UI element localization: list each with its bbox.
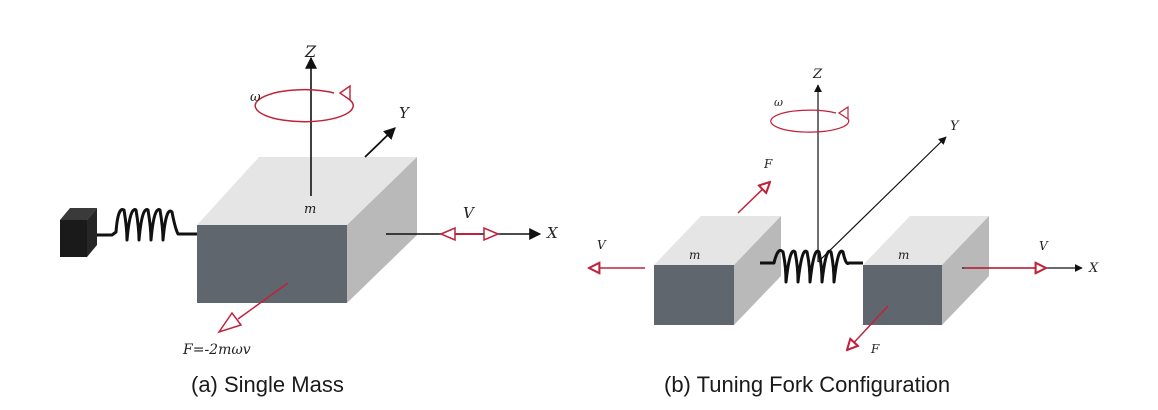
mass-top-face [197,157,417,225]
upper-force-label: F [763,157,773,171]
velocity-label: V [463,204,476,222]
x-axis-label: X [546,224,559,242]
z-axis-label: Z [304,42,317,61]
y-axis-label: Y [950,119,960,134]
velocity-arrow [439,226,500,242]
mass-block [197,157,417,303]
panel-a: Z Y ω m X V F=-2mωv (a) Single Mass [60,42,559,397]
upper-force-arrow [737,182,770,214]
y-axis [817,136,947,263]
right-velocity-label: V [1039,239,1049,253]
rotation-icon [770,105,850,133]
caption-b: (b) Tuning Fork Configuration [664,372,950,397]
y-axis-label: Y [399,104,411,122]
rotation-icon [254,84,354,123]
mass-label: m [304,202,316,217]
force-label: F=-2mωv [182,342,251,358]
lower-force-arrow [847,305,889,350]
panel-b: Z ω Y m m X V V F F (b) Tuning Fork Conf… [589,67,1099,397]
right-mass-label: m [898,248,909,262]
mass-front-face [197,225,347,303]
x-axis-label: X [1088,261,1099,276]
z-axis-label: Z [812,67,823,82]
left-velocity-label: V [597,238,607,252]
spring-icon [760,248,863,284]
left-mass-block [654,216,781,325]
force-arrow [217,282,289,334]
omega-label: ω [774,96,783,109]
spring-icon [97,207,197,242]
anchor-block [60,208,97,257]
caption-a: (a) Single Mass [191,372,344,397]
lower-force-label: F [870,342,880,356]
mass-side-face [347,157,417,303]
omega-label: ω [250,90,261,105]
right-mass-block [863,216,989,325]
y-axis [364,127,396,158]
left-mass-label: m [689,248,700,262]
